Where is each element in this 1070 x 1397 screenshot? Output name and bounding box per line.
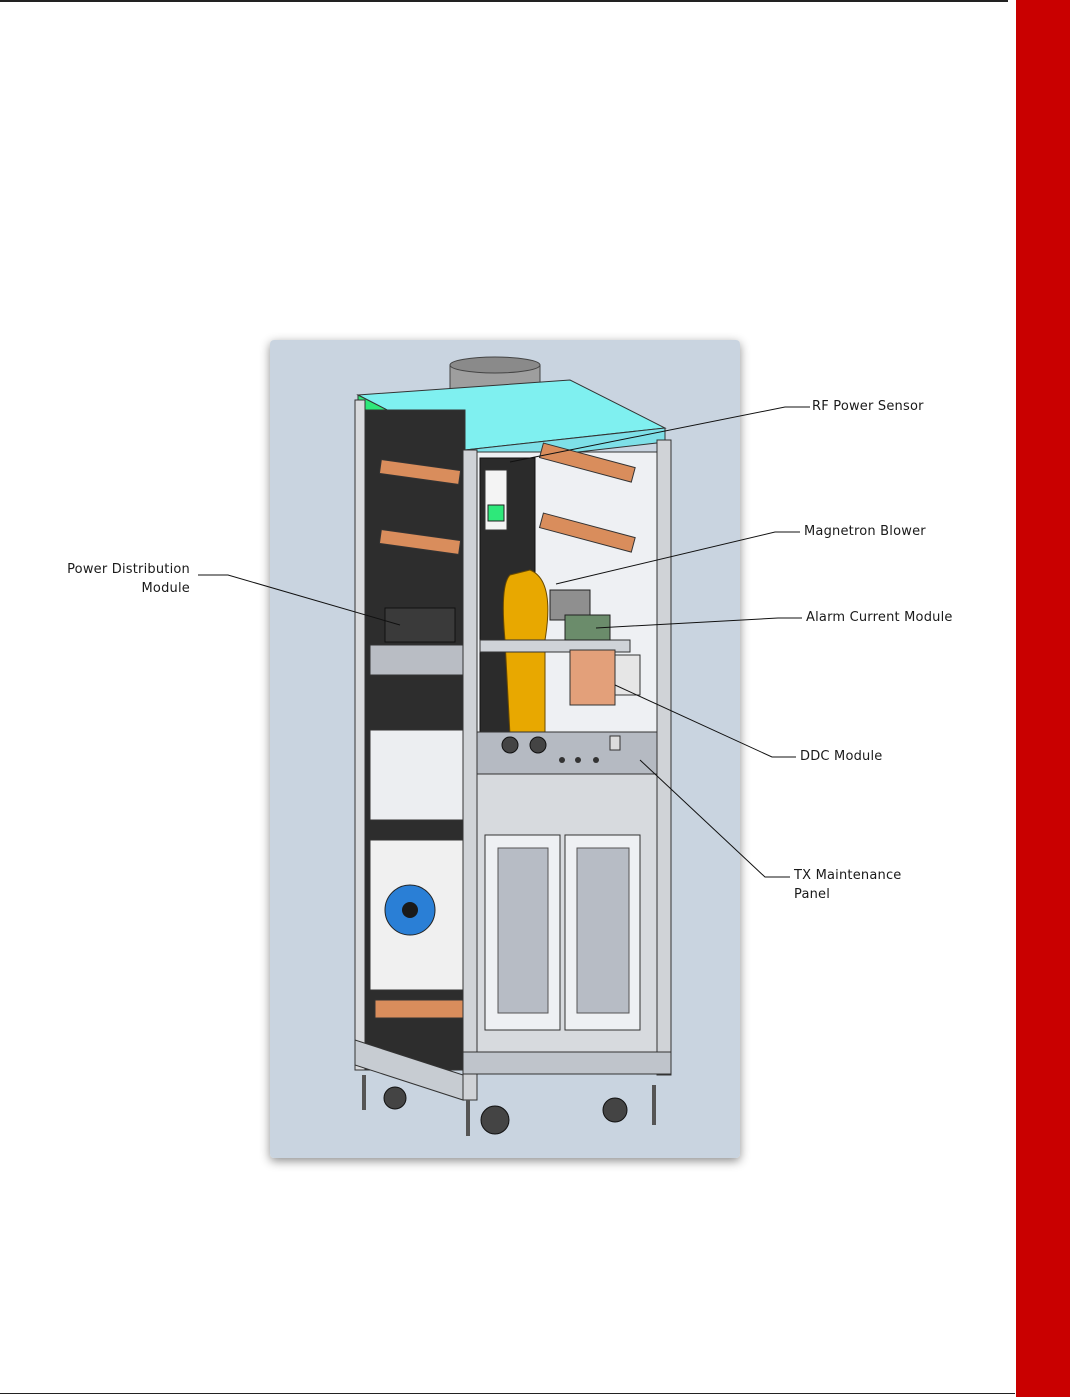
leader-power-distribution	[198, 575, 400, 625]
leader-alarm-current	[596, 618, 802, 628]
callout-power-distribution-line1: Power Distribution	[66, 560, 190, 579]
callout-leader-lines	[0, 0, 1015, 1397]
leader-rf-power-sensor	[510, 407, 810, 462]
callout-magnetron-blower: Magnetron Blower	[804, 522, 926, 541]
leader-magnetron-blower	[556, 532, 800, 584]
chapter-side-tab	[1016, 0, 1070, 1397]
callout-ddc-module: DDC Module	[800, 747, 883, 766]
callout-power-distribution-line2: Module	[66, 579, 190, 598]
callout-tx-maintenance-panel: TX Maintenance Panel	[794, 866, 902, 904]
callout-power-distribution-module: Power Distribution Module	[66, 560, 190, 598]
callout-rf-power-sensor: RF Power Sensor	[812, 397, 924, 416]
callout-alarm-current-module: Alarm Current Module	[806, 608, 953, 627]
callout-tx-maintenance-line1: TX Maintenance	[794, 866, 902, 885]
leader-ddc-module	[615, 685, 796, 757]
leader-tx-maintenance	[640, 760, 790, 877]
callout-tx-maintenance-line2: Panel	[794, 885, 902, 904]
